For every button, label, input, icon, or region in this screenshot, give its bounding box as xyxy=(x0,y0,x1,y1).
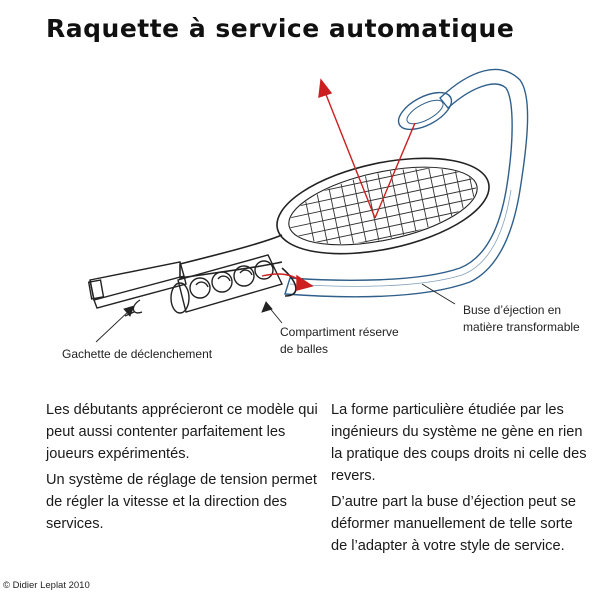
copyright: © Didier Leplat 2010 xyxy=(3,580,90,591)
nozzle-label-line-2: matière transformable xyxy=(463,320,580,334)
right-paragraph-1: La forme particulière étudiée par les in… xyxy=(331,402,587,484)
left-paragraph-1: Les débutants apprécieront ce modèle qui… xyxy=(46,402,318,462)
ball-compartment xyxy=(170,254,283,314)
left-text-column: Les débutants apprécieront ce modèle qui… xyxy=(46,399,318,539)
compartment-label-line-2: de balles xyxy=(280,342,329,356)
nozzle-label-line-1: Buse d’éjection en xyxy=(463,303,562,317)
right-text-column: La forme particulière étudiée par les in… xyxy=(331,399,593,561)
compartment-label: Compartiment réserve de balles xyxy=(280,324,399,358)
left-paragraph-2: Un système de réglage de tension permet … xyxy=(46,472,317,532)
ejection-nozzle xyxy=(284,68,529,298)
racket-handle xyxy=(87,261,187,309)
page-title: Raquette à service automatique xyxy=(46,14,515,43)
compartment-label-line-1: Compartiment réserve xyxy=(280,325,399,339)
ejection-trajectory-arrows xyxy=(261,78,416,291)
right-paragraph-2: D’autre part la buse d’éjection peut se … xyxy=(331,494,577,554)
racket-head xyxy=(179,157,490,297)
trigger-label: Gachette de déclenchement xyxy=(62,347,213,361)
label-pointers xyxy=(95,283,456,343)
nozzle-label: Buse d’éjection en matière transformable xyxy=(463,302,580,336)
